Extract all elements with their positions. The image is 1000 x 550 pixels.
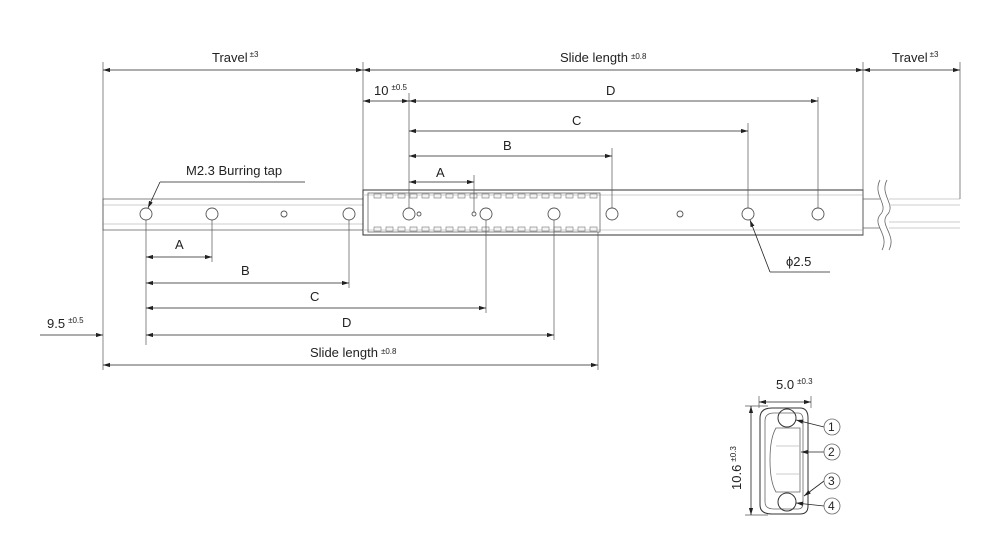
top-dimensions: Travel±3 Slide length±0.8 Travel±3 10±0.… [103,50,960,185]
section-ball-bottom [777,492,797,512]
retainer-ball [409,193,418,199]
retainer-ball [457,226,466,232]
retainer-ball [457,193,466,199]
retainer-ball [517,193,526,199]
retainer-ball [397,193,406,199]
part-callout-4-label: 4 [828,499,835,513]
section-outer-profile [759,407,809,515]
bottom-dim-a-label: A [175,237,184,252]
burring-tap-label: M2.3 Burring tap [186,163,282,178]
part-callout-2-label: 2 [828,445,835,459]
slide-body [102,179,960,251]
ball-retainer [367,192,601,233]
retainer-ball [421,226,430,232]
mount-hole [139,207,153,221]
bottom-dim-c-label: C [310,289,319,304]
retainer-ball [541,193,550,199]
slide-length-top-label: Slide length±0.8 [560,50,647,65]
break-line [877,179,885,251]
offset-95-label: 9.5±0.5 [47,316,84,331]
retainer-ball [577,193,586,199]
part-callout-4 [823,497,841,515]
retainer-ball [589,226,598,232]
retainer-ball [469,193,478,199]
hole-diameter-label: ϕ2.5 [786,254,811,269]
top-dim-d-label: D [606,83,615,98]
retainer-ball [541,226,550,232]
retainer-ball [481,226,490,232]
retainer-ball [493,226,502,232]
top-dim-a-label: A [436,165,445,180]
bottom-dim-d-label: D [342,315,351,330]
retainer-ball [529,226,538,232]
retainer-ball [385,193,394,199]
bottom-dim-b-label: B [241,263,250,278]
mount-hole [471,211,477,217]
section-width-label: 5.0±0.3 [776,377,813,392]
section-inner-member [769,427,801,493]
retainer-ball [505,193,514,199]
retainer-ball [421,193,430,199]
slide-length-bottom-label: Slide length±0.8 [310,345,397,360]
mount-hole [342,207,356,221]
retainer-ball [565,193,574,199]
section-ball-top [777,408,797,428]
retainer-ball [505,226,514,232]
retainer-ball [373,193,382,199]
burring-tap-leader [147,181,161,209]
retainer-ball [433,226,442,232]
top-dim-b-label: B [503,138,512,153]
mount-hole [479,207,493,221]
travel-left-label: Travel±3 [212,50,259,65]
retainer-balls [373,193,598,232]
mount-hole [741,207,755,221]
retainer-ball [529,193,538,199]
hole-diameter-leader [749,219,771,273]
cross-section: 5.0±0.3 10.6±0.3 1 2 3 4 [729,377,841,516]
mount-hole [205,207,219,221]
retainer-ball [481,193,490,199]
part-callout-2 [823,443,841,461]
section-height-label: 10.6±0.3 [729,446,744,490]
part-callout-1-label: 1 [828,420,835,434]
mount-hole [402,207,416,221]
travel-right-label: Travel±3 [892,50,939,65]
part-callout-1 [823,418,841,436]
retainer-ball [397,226,406,232]
retainer-ball [493,193,502,199]
mount-hole [280,210,288,218]
mount-hole [605,207,619,221]
part-callout-3-label: 3 [828,474,835,488]
retainer-ball [565,226,574,232]
retainer-ball [445,193,454,199]
retainer-ball [469,226,478,232]
retainer-ball [553,193,562,199]
retainer-ball [445,226,454,232]
extension-lines [102,62,961,370]
mount-hole [811,207,825,221]
bottom-dimensions: A B C D 9.5±0.5 Slide length±0.8 [40,237,598,368]
mount-hole [416,211,422,217]
mount-hole [547,207,561,221]
retainer-ball [433,193,442,199]
callouts: M2.3 Burring tap ϕ2.5 [147,163,830,273]
retainer-ball [553,226,562,232]
retainer-ball [373,226,382,232]
part-callout-3 [823,472,841,490]
retainer-ball [385,226,394,232]
retainer-ball [409,226,418,232]
top-dim-c-label: C [572,113,581,128]
retainer-ball [577,226,586,232]
mount-hole [676,210,684,218]
retainer-ball [517,226,526,232]
retainer-ball [589,193,598,199]
offset-10-label: 10±0.5 [374,83,408,98]
